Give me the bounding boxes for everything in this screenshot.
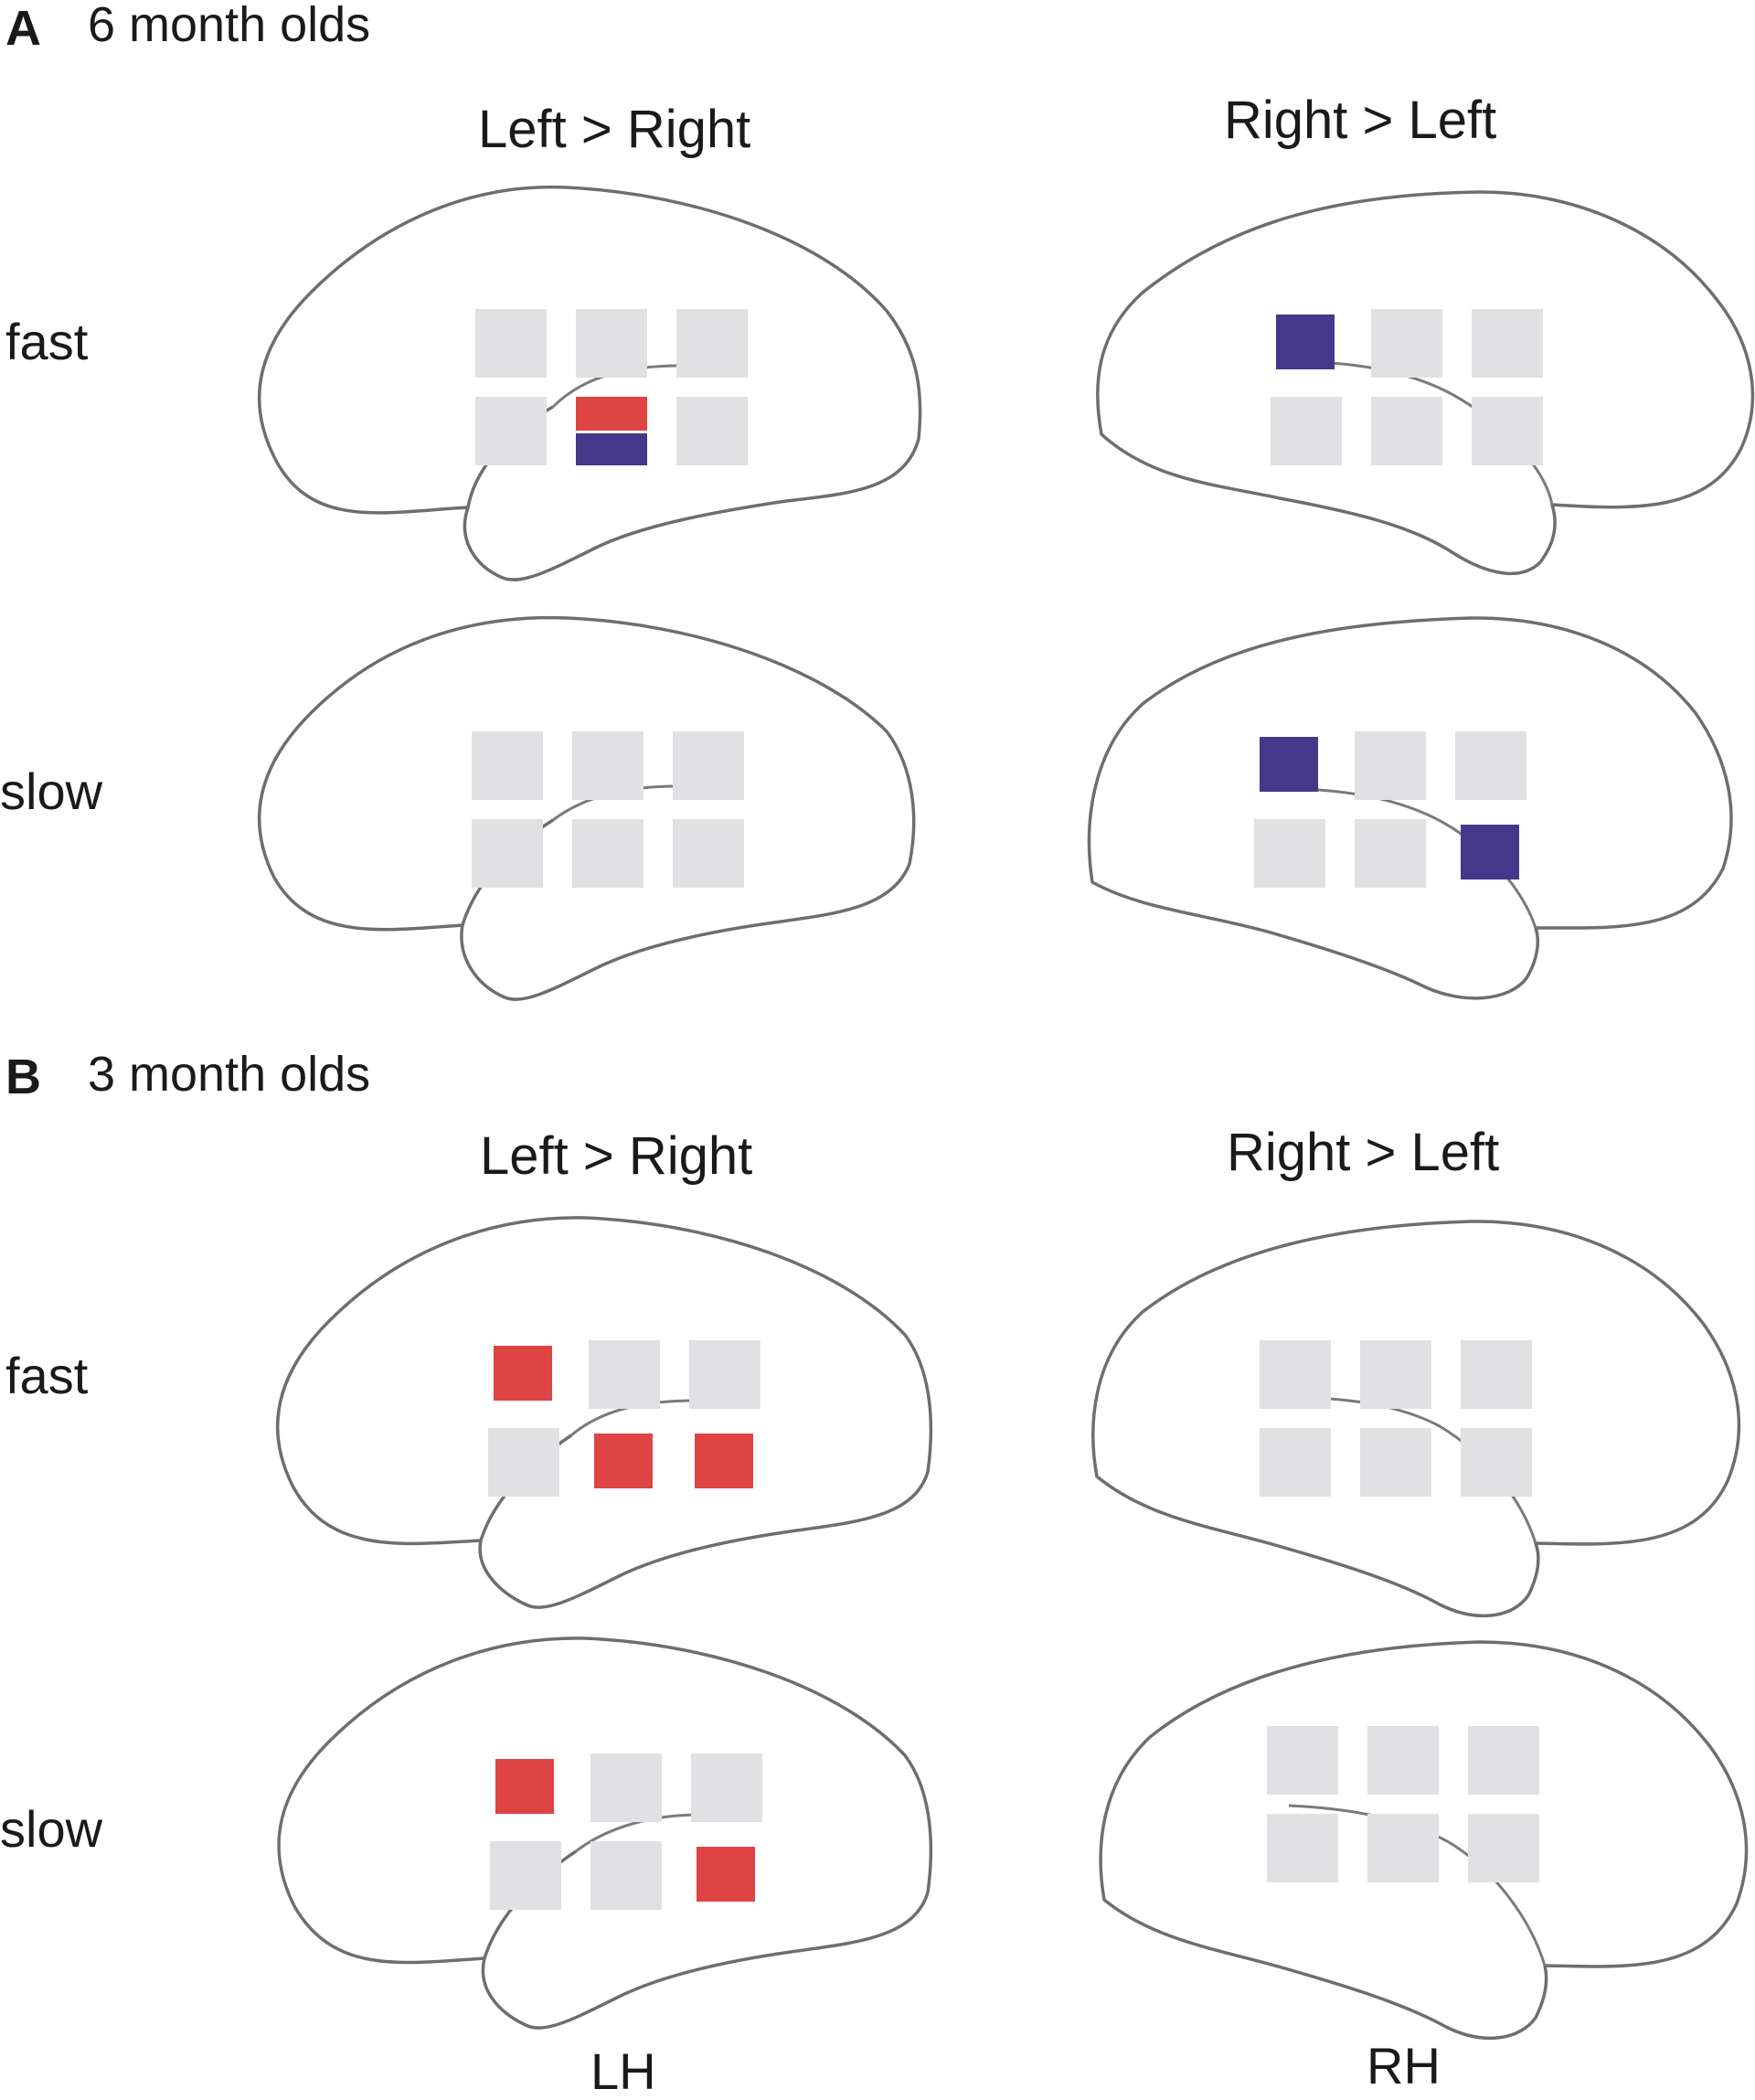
channel-inactive [1254, 819, 1325, 888]
channel-inactive [1260, 1428, 1331, 1497]
channel-inactive [472, 819, 543, 888]
channel-inactive [1355, 731, 1426, 800]
channel-inactive [1461, 1428, 1532, 1497]
channel-inactive [1355, 819, 1426, 888]
channel-inactive [1260, 1340, 1331, 1409]
channel-inactive [576, 309, 647, 378]
panel-b-col-left-title: Left > Right [480, 1126, 753, 1186]
channel-inactive [673, 731, 744, 800]
panel-b-title: 3 month olds [88, 1047, 371, 1102]
channel-inactive [673, 819, 744, 888]
channel-left-greater-right [697, 1847, 755, 1902]
brain-outline [257, 185, 922, 581]
channel-left-greater-right [594, 1434, 653, 1488]
channel-inactive [1371, 397, 1442, 465]
channel-inactive [572, 819, 644, 888]
channel-inactive [676, 397, 748, 465]
panel-a-row-fast-label: fast [5, 313, 89, 370]
channel-left-greater-right [494, 1346, 552, 1401]
channel-inactive [590, 1754, 662, 1822]
channel-right-greater-left [1461, 825, 1519, 879]
channel-inactive [1360, 1340, 1431, 1409]
channel-right-greater-left [1260, 737, 1318, 792]
channel-inactive [1468, 1726, 1539, 1795]
channel-inactive [1461, 1340, 1532, 1409]
channel-inactive [475, 397, 547, 465]
channel-right-greater-left [1276, 314, 1335, 369]
panel-a-row-slow-label: slow [0, 762, 103, 820]
channel-inactive [490, 1841, 561, 1910]
channel-left-greater-right [576, 397, 647, 431]
panel-a-col-left-title: Left > Right [478, 100, 751, 159]
panel-a-letter: A [5, 1, 41, 56]
channel-inactive [1468, 1814, 1539, 1882]
panel-b-col-right-title: Right > Left [1227, 1123, 1500, 1182]
panel-b-row-slow-label: slow [0, 1800, 103, 1858]
channel-left-greater-right [695, 1434, 753, 1488]
hemisphere-right-label: RH [1367, 2037, 1441, 2095]
channel-inactive [1360, 1428, 1431, 1497]
channel-inactive [1472, 309, 1543, 378]
panel-b-row-fast-label: fast [5, 1347, 89, 1404]
channel-inactive [1455, 731, 1526, 800]
channel-inactive [689, 1340, 760, 1409]
channel-inactive [1271, 397, 1342, 465]
channel-left-greater-right [495, 1759, 554, 1814]
channel-inactive [472, 731, 543, 800]
channel-inactive [488, 1428, 559, 1497]
channel-inactive [1267, 1726, 1338, 1795]
channel-right-greater-left [576, 433, 647, 465]
channel-inactive [589, 1340, 660, 1409]
channel-inactive [1367, 1726, 1439, 1795]
channel-inactive [676, 309, 748, 378]
channel-inactive [691, 1754, 762, 1822]
panel-b-letter: B [5, 1050, 41, 1104]
channel-inactive [1267, 1814, 1338, 1882]
channel-inactive [1472, 397, 1543, 465]
channel-inactive [590, 1841, 662, 1910]
hemisphere-left-label: LH [590, 2042, 656, 2100]
channel-inactive [475, 309, 547, 378]
channel-inactive [572, 731, 644, 800]
channel-inactive [1371, 309, 1442, 378]
panel-a-col-right-title: Right > Left [1224, 91, 1497, 150]
channel-inactive [1367, 1814, 1439, 1882]
panel-a-title: 6 month olds [88, 0, 371, 52]
